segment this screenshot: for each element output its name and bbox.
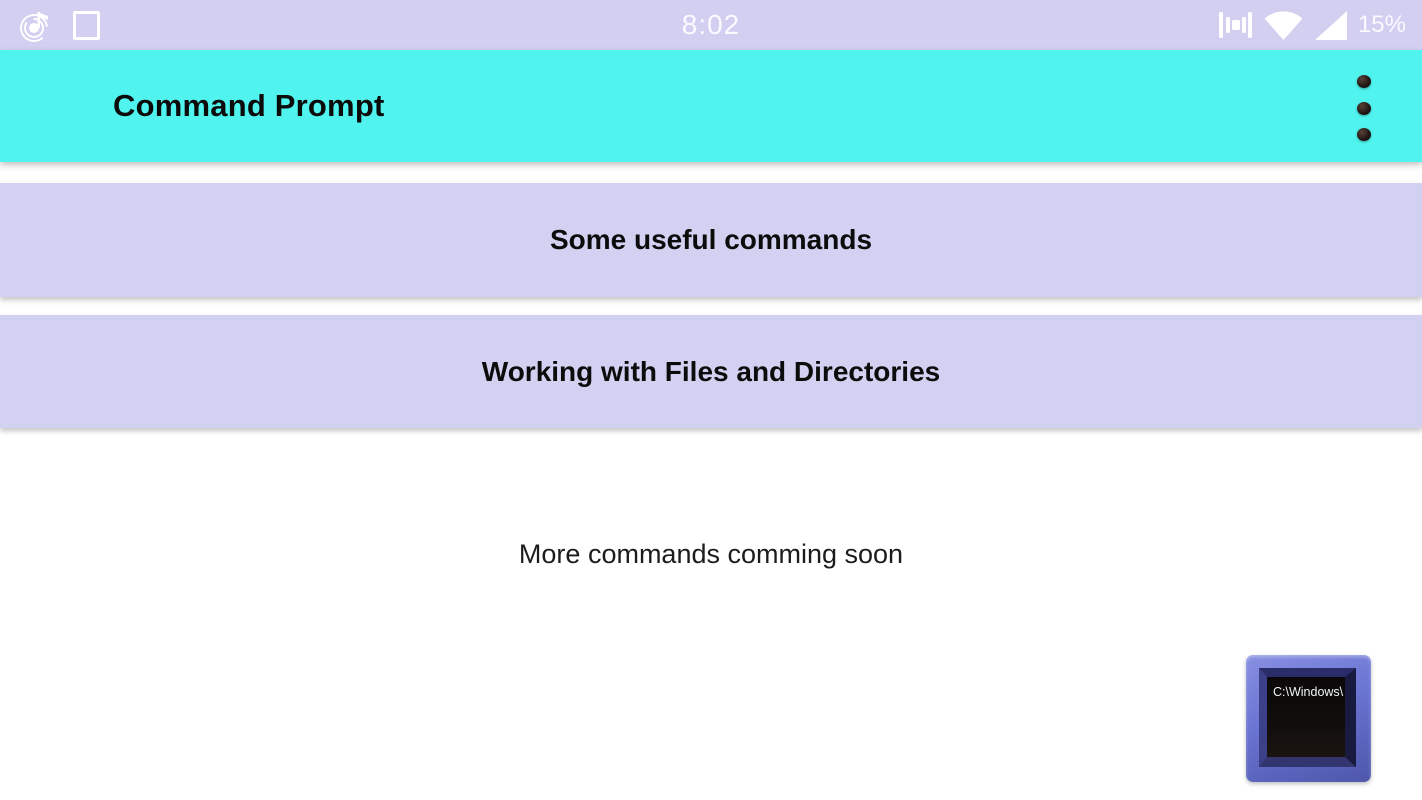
overflow-dot [1357, 75, 1371, 88]
app-bar: Command Prompt [0, 50, 1422, 162]
coming-soon-text: More commands comming soon [518, 539, 904, 569]
vibrate-icon [1218, 12, 1252, 38]
battery-percent: 15% [1357, 11, 1406, 38]
menu-button-files-directories[interactable]: Working with Files and Directories [0, 315, 1422, 428]
command-prompt-icon[interactable]: C:\Windows\ [1246, 655, 1371, 782]
cell-signal-icon [1314, 10, 1347, 40]
overflow-dot [1357, 128, 1371, 141]
status-bar-system-icons: 15% [1218, 0, 1406, 50]
music-note-icon [20, 12, 48, 42]
status-bar: 8:02 15% [0, 0, 1422, 50]
overflow-menu-button[interactable] [1349, 73, 1379, 143]
prompt-icon-bevel: C:\Windows\ [1259, 668, 1356, 767]
clock: 8:02 [681, 9, 741, 40]
menu-button-useful-commands[interactable]: Some useful commands [0, 183, 1422, 297]
overflow-dot [1357, 101, 1371, 115]
status-bar-notification-icons [18, 0, 100, 50]
prompt-icon-path-text: C:\Windows\ [1273, 685, 1344, 699]
prompt-icon-screen: C:\Windows\ [1267, 677, 1345, 757]
page-title: Command Prompt [113, 88, 385, 123]
wifi-icon [1264, 11, 1303, 40]
screenshot-square-icon [73, 10, 100, 40]
